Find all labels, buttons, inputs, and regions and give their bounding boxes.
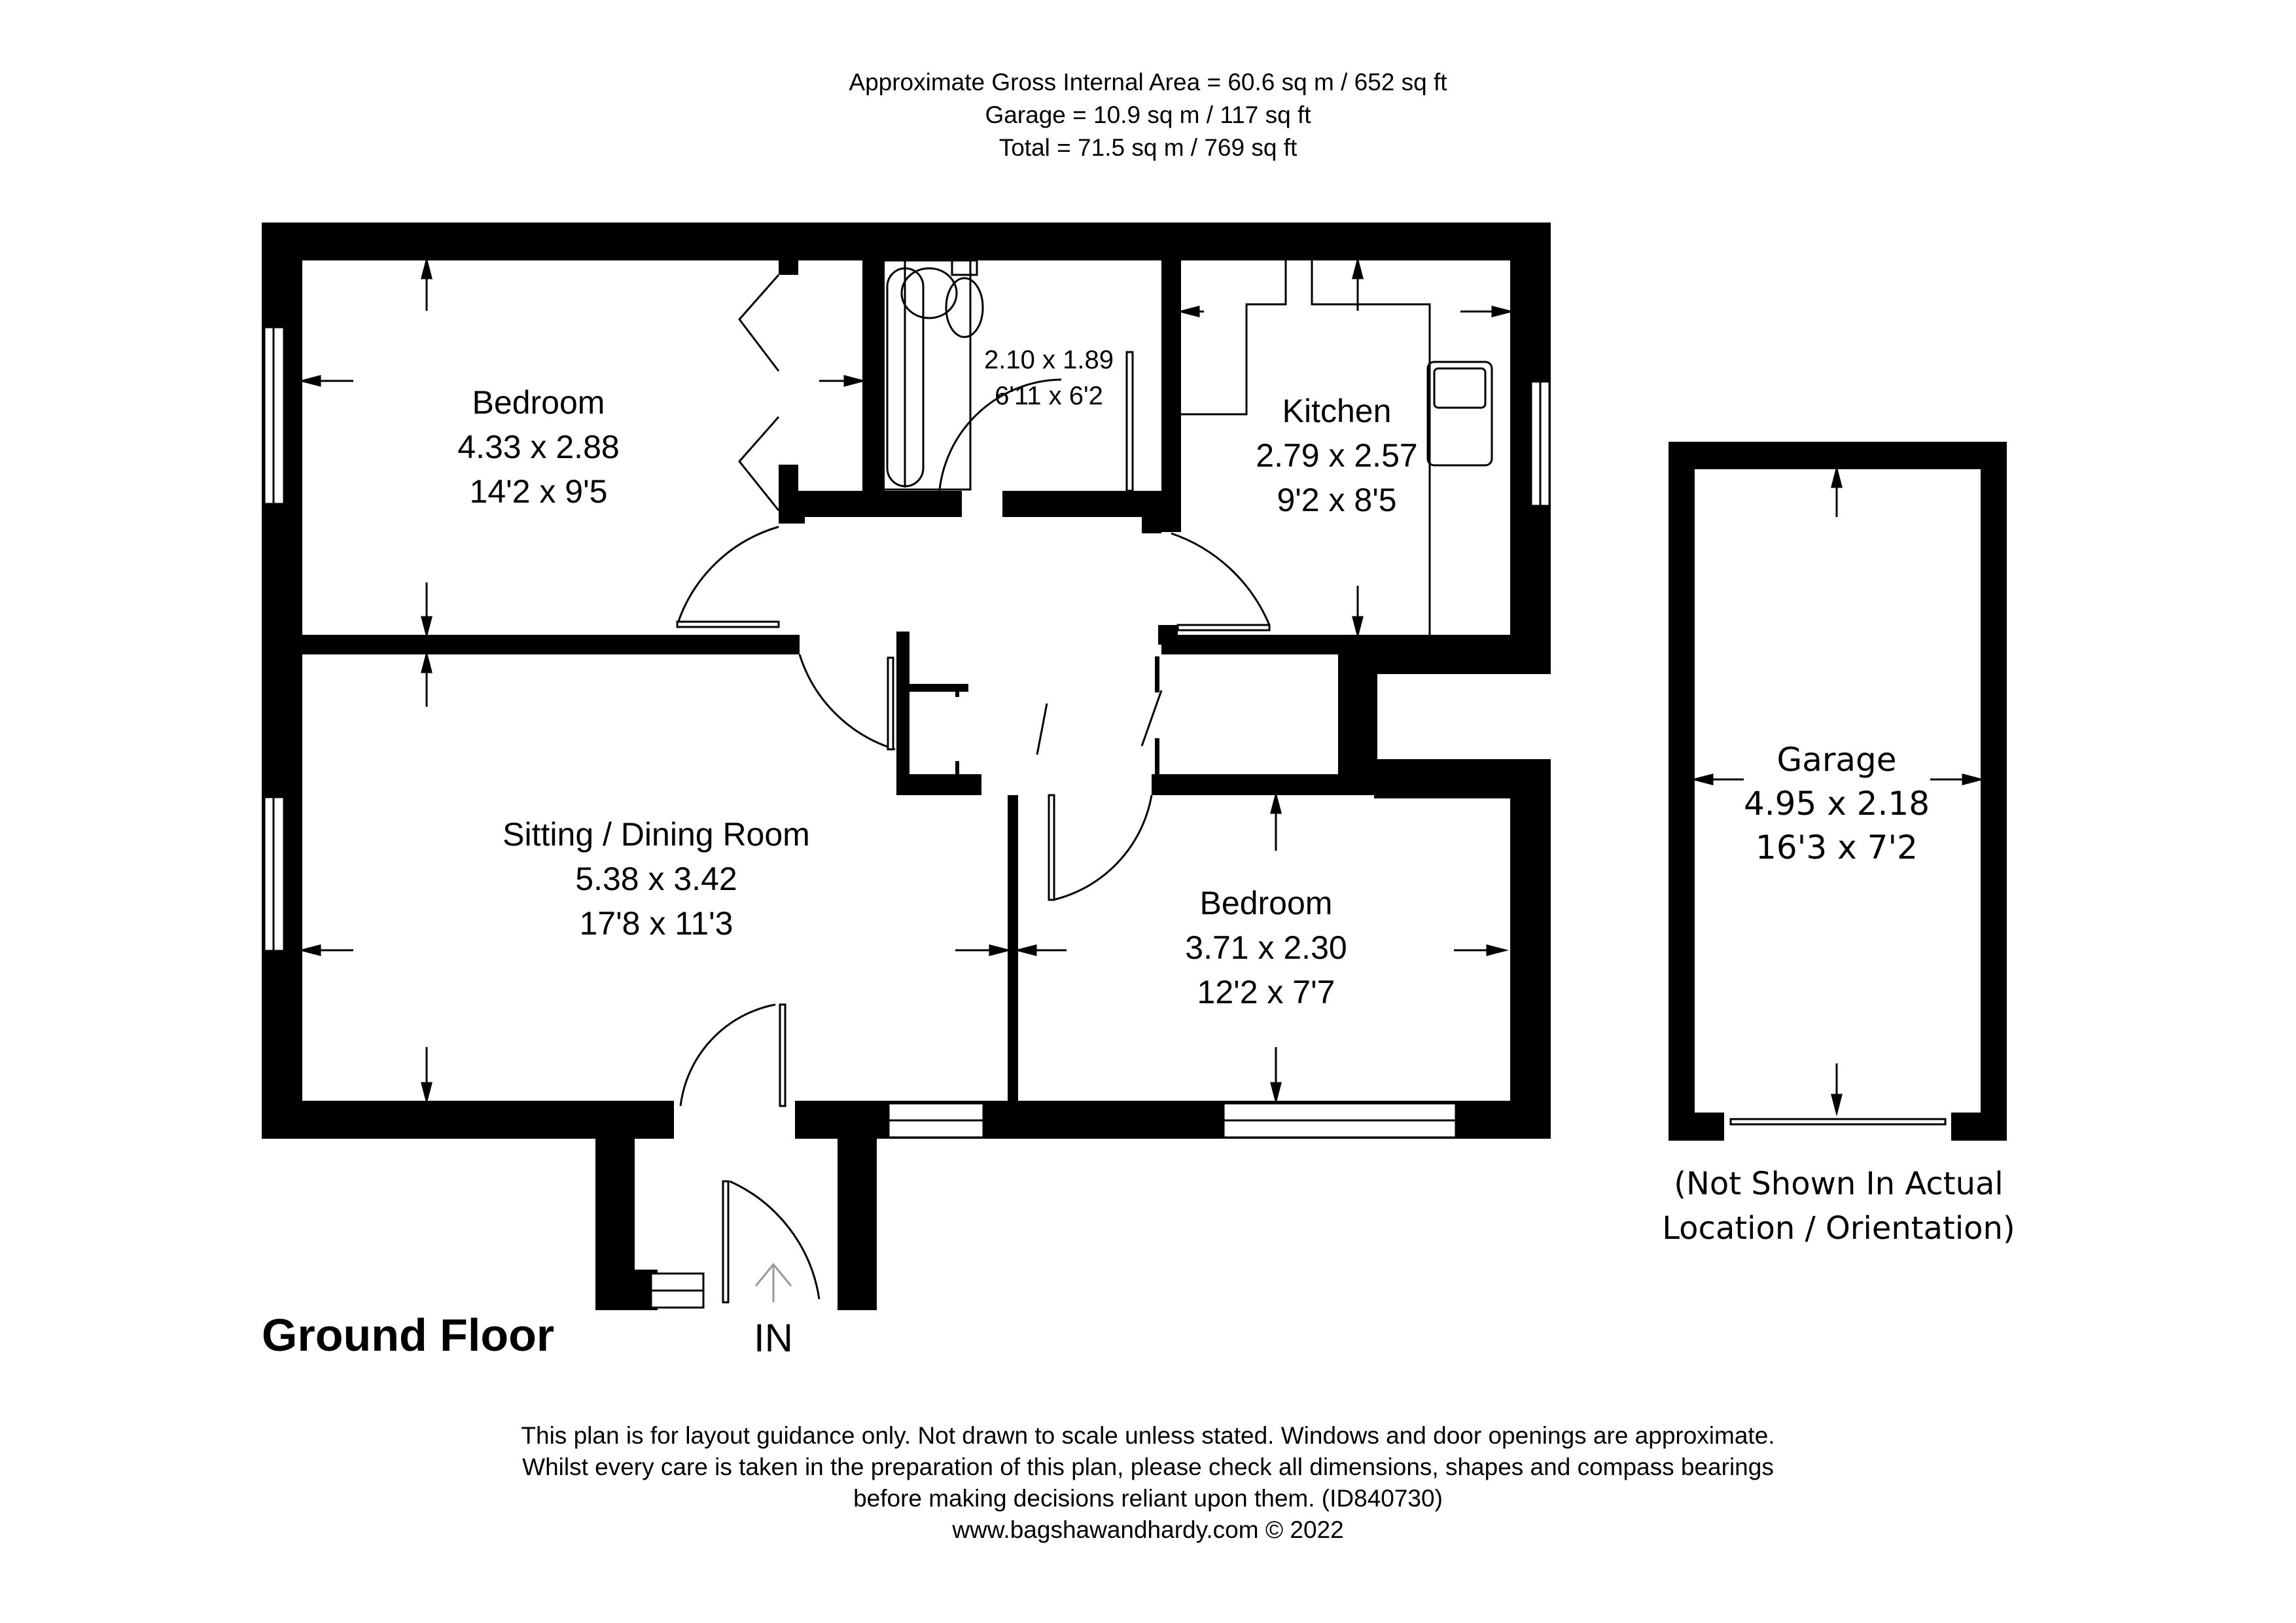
svg-text:3.71 x 2.30: 3.71 x 2.30 [1185,929,1347,966]
doors [676,274,1271,1304]
toilet-cistern-icon [951,259,978,276]
room-bedroom-1: Bedroom 4.33 x 2.88 14'2 x 9'5 [457,384,619,510]
room-kitchen: Kitchen 2.79 x 2.57 9'2 x 8'5 [1256,393,1417,518]
sink-icon [1426,361,1493,467]
svg-text:14'2 x 9'5: 14'2 x 9'5 [470,473,608,510]
basin-icon [900,267,958,319]
garage-walls [1669,442,2007,1141]
svg-text:4.95 x 2.18: 4.95 x 2.18 [1744,785,1930,823]
room-sitting-dining: Sitting / Dining Room 5.38 x 3.42 17'8 x… [503,816,810,942]
svg-text:9'2 x 8'5: 9'2 x 8'5 [1277,482,1396,518]
svg-text:Sitting / Dining Room: Sitting / Dining Room [503,816,810,853]
walls [262,223,1551,1310]
svg-text:17'8 x 11'3: 17'8 x 11'3 [579,905,733,942]
svg-text:Kitchen: Kitchen [1282,393,1392,429]
garage-area: Garage = 10.9 sq m / 117 sq ft [985,101,1311,128]
garage-note: (Not Shown In Actual Location / Orientat… [1649,1162,2028,1251]
svg-text:5.38 x 3.42: 5.38 x 3.42 [575,861,737,897]
svg-text:2.10 x 1.89: 2.10 x 1.89 [984,346,1114,374]
bathroom-fixtures [882,259,984,491]
disclaimer: This plan is for layout guidance only. N… [0,1420,2296,1546]
svg-text:4.33 x 2.88: 4.33 x 2.88 [457,429,619,465]
svg-text:16'3 x 7'2: 16'3 x 7'2 [1756,829,1918,866]
floor-title: Ground Floor [262,1310,555,1361]
disclaimer-line-1: This plan is for layout guidance only. N… [521,1422,1775,1449]
toilet-icon [945,277,984,338]
room-bedroom-2: Bedroom 3.71 x 2.30 12'2 x 7'7 [1185,885,1347,1010]
room-bathroom: 2.10 x 1.89 6'11 x 6'2 [984,346,1114,410]
svg-text:12'2 x 7'7: 12'2 x 7'7 [1197,974,1335,1010]
website-copyright: www.bagshawandhardy.com © 2022 [952,1516,1344,1543]
dimension-arrows [298,257,1985,1116]
svg-text:Bedroom: Bedroom [472,384,605,421]
disclaimer-line-2: Whilst every care is taken in the prepar… [522,1454,1774,1480]
svg-text:Garage: Garage [1776,741,1896,779]
kitchen-fixtures [1181,260,1493,635]
entrance-label: IN [754,1316,793,1360]
entrance-arrow-icon [754,1262,792,1302]
garage-note-line-2: Location / Orientation) [1662,1210,2015,1247]
gross-internal-area: Approximate Gross Internal Area = 60.6 s… [849,69,1447,96]
windows [263,326,1551,1309]
svg-text:6'11 x 6'2: 6'11 x 6'2 [995,382,1103,410]
garage-note-line-1: (Not Shown In Actual [1674,1166,2004,1202]
garage-door [1729,1118,1947,1126]
svg-text:2.79 x 2.57: 2.79 x 2.57 [1256,437,1417,474]
total-area: Total = 71.5 sq m / 769 sq ft [998,134,1298,161]
disclaimer-line-3: before making decisions reliant upon the… [853,1485,1443,1512]
svg-text:Bedroom: Bedroom [1200,885,1333,921]
room-garage: Garage 4.95 x 2.18 16'3 x 7'2 [1744,741,1930,866]
